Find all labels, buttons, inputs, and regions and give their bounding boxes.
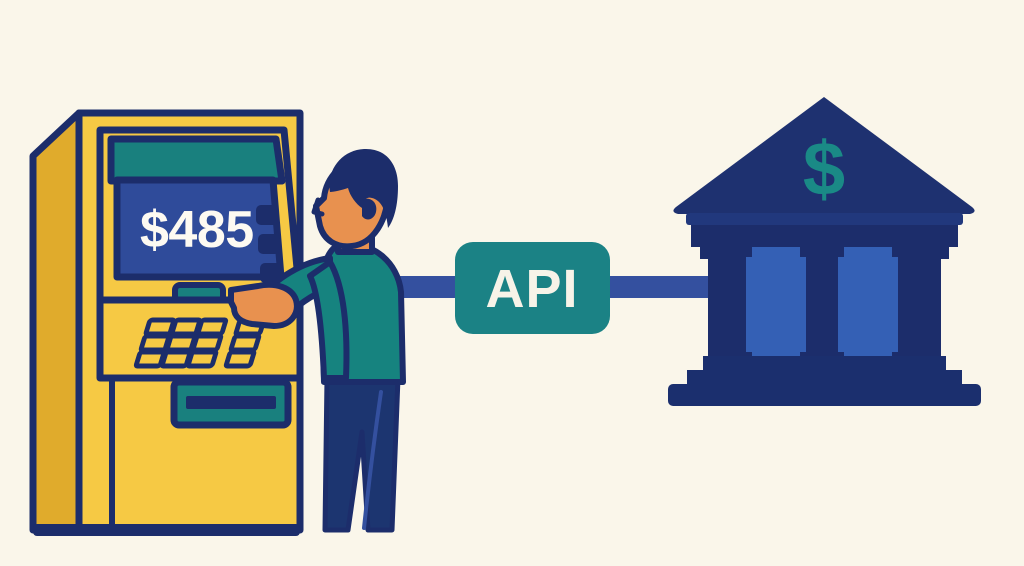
api-node-label: API — [485, 259, 578, 319]
person-ear — [362, 198, 377, 220]
bank-architrave — [691, 225, 958, 247]
bank-base-step-1 — [703, 356, 946, 372]
bank-column-gap-1 — [746, 247, 806, 362]
bank-base-step-2 — [687, 370, 962, 386]
bank-column-block — [708, 247, 941, 359]
keypad-side-key[interactable] — [223, 349, 257, 369]
person — [228, 148, 406, 533]
bank-dollar-emblem: $ — [803, 127, 845, 212]
api-node[interactable]: API — [455, 242, 610, 334]
api-node-box[interactable] — [455, 242, 610, 334]
atm-base — [33, 524, 300, 536]
person-hair — [329, 148, 398, 228]
person-legs — [322, 375, 401, 533]
bank-roof — [673, 97, 975, 214]
atm-keypad[interactable] — [133, 317, 229, 369]
person-nose — [311, 197, 325, 217]
atm-side-button-1[interactable] — [256, 205, 278, 225]
atm-side-panel — [29, 109, 83, 534]
atm-header-panel — [107, 135, 286, 185]
atm-machine[interactable]: $485 — [29, 109, 304, 536]
bank-column-gap-2 — [838, 247, 898, 362]
person-leg-crease — [362, 390, 383, 530]
bank-entablature — [686, 213, 963, 225]
atm-dispenser-slot-inner — [186, 396, 276, 409]
atm-side-button-2[interactable] — [258, 234, 280, 254]
keypad-key[interactable] — [185, 349, 219, 369]
person-forearm — [307, 259, 350, 381]
bank-building: $ — [668, 97, 981, 406]
bank-base-step-3 — [668, 384, 981, 406]
person-hand — [228, 281, 300, 329]
atm-screen-amount: $485 — [140, 201, 254, 259]
